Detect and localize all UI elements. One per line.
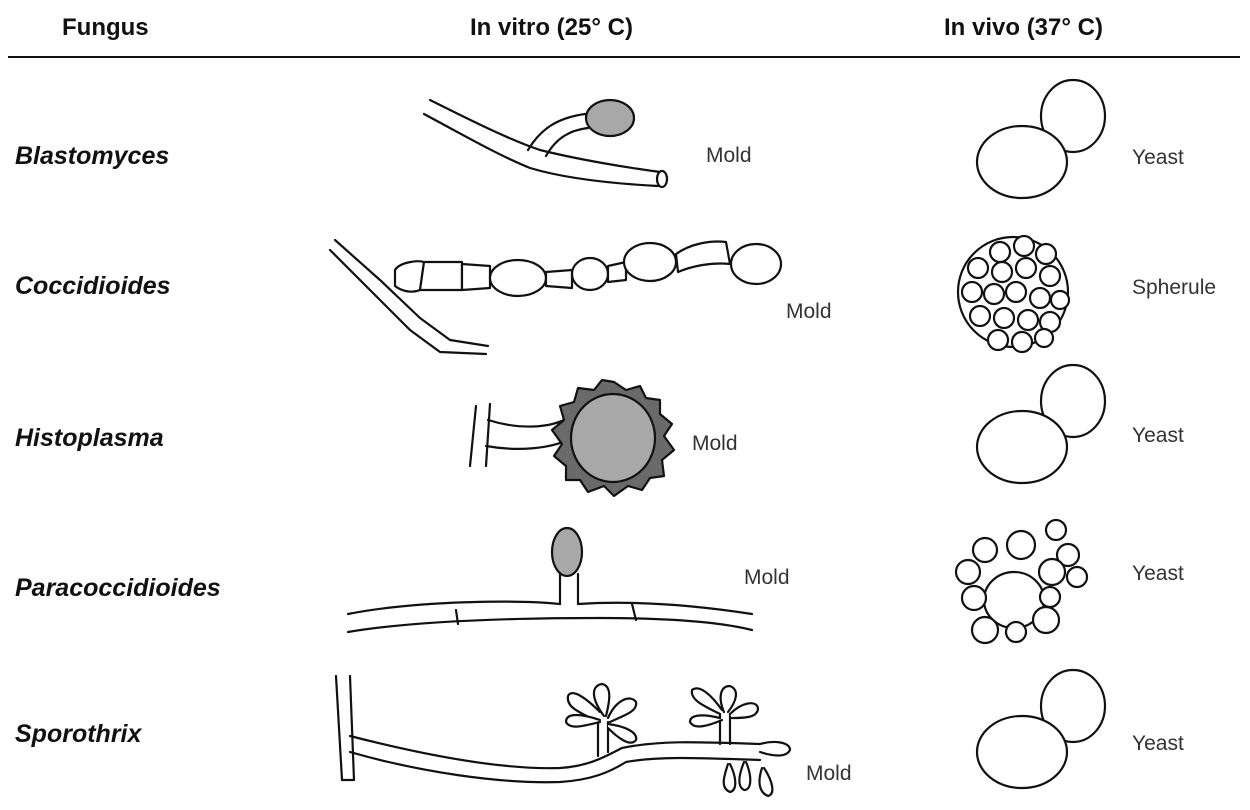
paracoccidioides-vitro-label: Mold bbox=[744, 566, 790, 590]
blastomyces-vitro-label: Mold bbox=[706, 144, 752, 168]
histoplasma-vitro-label: Mold bbox=[692, 432, 738, 456]
sporothrix-vitro-label: Mold bbox=[806, 762, 852, 786]
sporothrix-mold-drawing bbox=[336, 676, 790, 796]
histoplasma-yeast-drawing bbox=[977, 365, 1105, 483]
blastomyces-vivo-label: Yeast bbox=[1132, 146, 1184, 170]
sporothrix-yeast-drawing bbox=[977, 670, 1105, 788]
coccidioides-spherule-drawing bbox=[958, 236, 1069, 352]
paracoccidioides-yeast-drawing bbox=[956, 520, 1087, 643]
blastomyces-mold-drawing bbox=[424, 100, 667, 187]
sporothrix-vivo-label: Yeast bbox=[1132, 732, 1184, 756]
histoplasma-mold-drawing bbox=[470, 380, 674, 496]
paracoccidioides-vivo-label: Yeast bbox=[1132, 562, 1184, 586]
coccidioides-vitro-label: Mold bbox=[786, 300, 832, 324]
blastomyces-yeast-drawing bbox=[977, 80, 1105, 198]
coccidioides-mold-drawing bbox=[330, 240, 781, 354]
histoplasma-vivo-label: Yeast bbox=[1132, 424, 1184, 448]
paracoccidioides-mold-drawing bbox=[348, 528, 752, 632]
coccidioides-vivo-label: Spherule bbox=[1132, 276, 1216, 300]
